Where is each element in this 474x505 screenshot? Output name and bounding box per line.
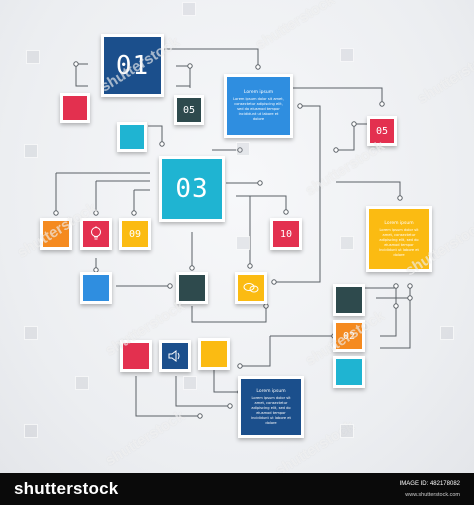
connector: [213, 370, 240, 393]
step-01-tile: 01: [101, 34, 164, 97]
blue-tile-mid-left: [80, 272, 112, 304]
footer-site: www.shutterstock.com: [405, 492, 460, 498]
step-03-tile: 03: [159, 156, 225, 222]
connector: [380, 286, 411, 349]
yellow-box-body: Lorem ipsum dolor sit amet, consectetur …: [379, 227, 419, 257]
watermark-mark: [340, 48, 354, 62]
cyan-tile-right: [333, 356, 365, 388]
connector: [191, 306, 267, 323]
idea-tile: [80, 218, 112, 250]
watermark-mark: [182, 2, 196, 16]
orange-tile-left: [40, 218, 72, 250]
step-09-number: 09: [128, 228, 142, 240]
text-box-heading: Lorem ipsum: [243, 90, 274, 95]
speaker-icon: [168, 350, 180, 362]
watermark-mark: [340, 236, 354, 250]
footer-image-id: IMAGE ID: 482178082: [399, 481, 460, 487]
speaker-tile: [159, 340, 191, 372]
connector: [292, 87, 383, 104]
crimson-tile-bottom: [120, 340, 152, 372]
connector: [336, 181, 401, 198]
step-03-number: 03: [175, 174, 209, 204]
footer-logo: shutterstock: [14, 479, 119, 498]
step-05-small-number: 05: [182, 104, 196, 116]
connector: [176, 65, 191, 88]
connector: [135, 376, 200, 417]
step-05-crimson-number: 05: [375, 125, 389, 137]
navy-box-heading: Lorem ipsum: [256, 388, 286, 394]
step-09-tile: 09: [119, 218, 151, 250]
connector: [75, 64, 88, 87]
lightbulb-icon: [91, 226, 101, 240]
crimson-tile-top-left: [60, 93, 90, 123]
connector: [148, 125, 163, 144]
yellow-tile-bottom: [198, 338, 230, 370]
step-02-number: 02: [342, 330, 356, 342]
connector: [274, 105, 321, 283]
yellow-box-heading: Lorem ipsum: [384, 220, 414, 226]
chat-tile: [235, 272, 267, 304]
connector: [380, 286, 397, 337]
connector: [240, 336, 271, 367]
watermark-mark: [340, 424, 354, 438]
text-box-bottom-navy: Lorem ipsum Lorem ipsum dolor sit amet, …: [238, 376, 304, 438]
step-05-small-tile: 05: [174, 95, 204, 125]
step-10-number: 10: [279, 228, 293, 240]
watermark-mark: [24, 144, 38, 158]
connector: [164, 48, 259, 67]
watermark-mark: [236, 236, 250, 250]
watermark-mark: [183, 376, 197, 390]
speech-bubbles-icon: [243, 283, 259, 293]
step-02-tile: 02: [333, 320, 365, 352]
flowchart-canvas: 01 05 Lorem ipsum Lorem ipsum dolor sit …: [0, 0, 474, 473]
text-box-right-yellow: Lorem ipsum Lorem ipsum dolor sit amet, …: [366, 206, 432, 272]
dark-tile-center: [176, 272, 208, 304]
navy-box-body: Lorem ipsum dolor sit amet, consectetur …: [251, 395, 291, 425]
step-01-number: 01: [115, 50, 150, 81]
connector: [236, 195, 287, 212]
text-box-body: Lorem ipsum dolor sit amet, consectetur …: [233, 97, 284, 121]
step-10-tile: 10: [270, 218, 302, 250]
watermark-mark: [24, 326, 38, 340]
connector: [364, 287, 397, 306]
cyan-tile-left: [117, 122, 147, 152]
stock-footer-bar: shutterstock IMAGE ID: 482178082 www.shu…: [0, 473, 474, 505]
watermark-mark: [236, 142, 250, 156]
step-05-crimson-tile: 05: [367, 116, 397, 146]
connector: [175, 376, 230, 407]
connector: [336, 123, 368, 151]
watermark-mark: [24, 424, 38, 438]
text-box-top-center: Lorem ipsum Lorem ipsum dolor sit amet, …: [224, 74, 293, 138]
watermark-mark: [75, 376, 89, 390]
dark-tile-right: [333, 284, 365, 316]
watermark-mark: [440, 326, 454, 340]
watermark-mark: [26, 50, 40, 64]
